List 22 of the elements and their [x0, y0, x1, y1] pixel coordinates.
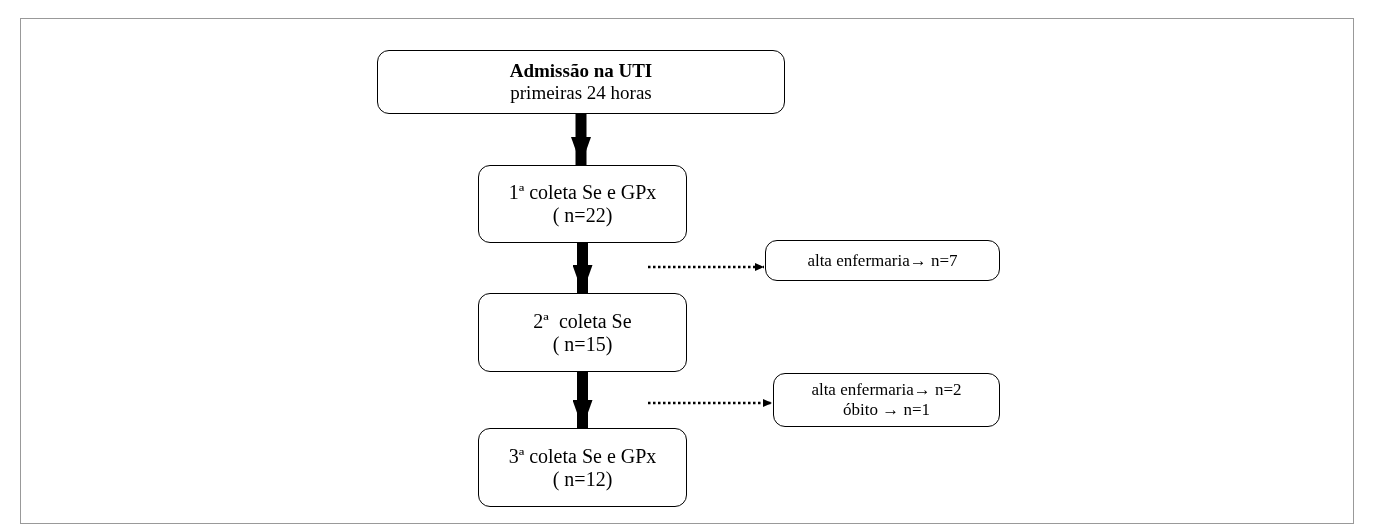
block-arrow [572, 372, 593, 428]
box-text: ( n=12) [552, 467, 613, 491]
box-text: alta enfermaria→ n=7 [807, 250, 958, 271]
box-text: 3ª coleta Se e GPx [508, 444, 657, 468]
process-box [377, 50, 785, 114]
box-text: ( n=22) [552, 204, 613, 227]
box-text: alta enfermaria→ n=2 [811, 380, 962, 400]
process-box [478, 293, 687, 372]
block-arrow [572, 243, 593, 293]
box-heading: Admissão na UTI [509, 60, 653, 82]
box-text: ( n=15) [552, 332, 613, 356]
box-text: 2ª coleta Se [533, 309, 632, 333]
dotted-arrow [648, 263, 764, 271]
outcome-box [765, 240, 1000, 281]
box-text: óbito → n=1 [842, 400, 930, 420]
process-box [478, 165, 687, 243]
dotted-arrow [648, 399, 772, 407]
box-text: 1ª coleta Se e GPx [508, 181, 657, 204]
process-box [478, 428, 687, 507]
block-arrow [571, 114, 591, 165]
outcome-box [773, 373, 1000, 427]
box-text: primeiras 24 horas [510, 82, 652, 104]
